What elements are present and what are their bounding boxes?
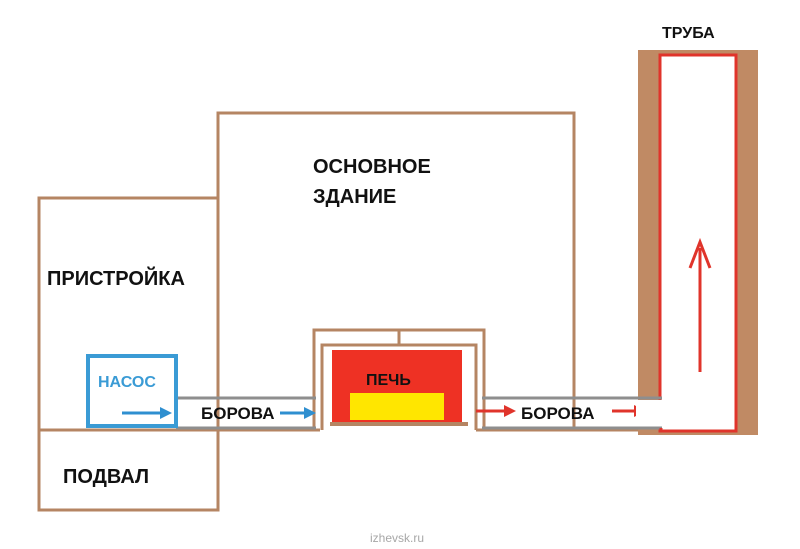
flue-left xyxy=(176,396,316,430)
updraft-arrow xyxy=(688,237,712,372)
annex-label: ПРИСТРОЙКА xyxy=(47,266,185,290)
main-building-label-line1: ОСНОВНОЕ xyxy=(313,156,431,178)
pump-label: НАСОС xyxy=(98,374,156,391)
furnace-inner-frame xyxy=(320,343,478,430)
furnace-label: ПЕЧЬ xyxy=(366,372,411,389)
basement-outline xyxy=(37,430,220,512)
flue-right xyxy=(482,396,660,430)
flue-left-label: БОРОВА xyxy=(201,404,275,423)
annex xyxy=(37,196,218,430)
furnace: ПЕЧЬ xyxy=(312,328,486,430)
flue-right-label: БОРОВА xyxy=(521,404,595,423)
cold-arrow-1 xyxy=(122,407,172,419)
chimney xyxy=(636,50,758,435)
chimney-inlet xyxy=(636,400,663,427)
basement xyxy=(37,430,220,512)
annex-outline xyxy=(37,196,218,430)
main-building-label-line2: ЗДАНИЕ xyxy=(313,186,396,208)
main-building xyxy=(216,111,576,430)
furnace-core xyxy=(350,393,444,420)
watermark: izhevsk.ru xyxy=(370,531,424,545)
chimney-label: ТРУБА xyxy=(662,25,715,42)
hot-arrow-1 xyxy=(476,405,516,417)
main-building-outline xyxy=(216,111,576,430)
cold-arrow-2 xyxy=(280,407,316,419)
chimney-flue xyxy=(658,53,738,433)
basement-label: ПОДВАЛ xyxy=(63,466,149,488)
